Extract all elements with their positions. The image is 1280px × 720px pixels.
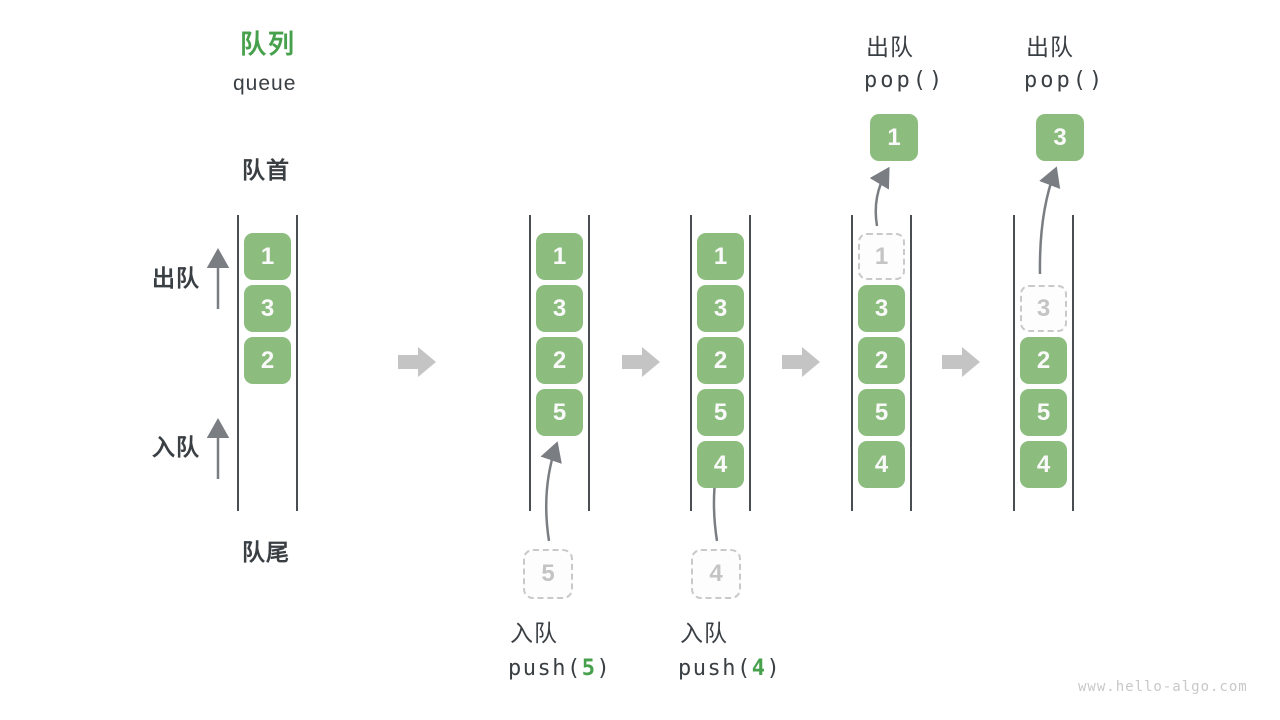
code-close: ): [766, 656, 782, 681]
queue-item-ghost: 1: [858, 233, 905, 280]
rear-label: 队尾: [242, 539, 290, 565]
queue-item: 1: [244, 233, 291, 280]
dequeue-side-label: 出队: [152, 265, 200, 291]
code-fn: push(: [508, 656, 582, 681]
popped-item-3: 3: [1036, 114, 1084, 161]
watermark: www.hello-algo.com: [1078, 679, 1248, 695]
dequeue-op-label-1: 出队: [866, 34, 914, 60]
code-arg: 5: [581, 656, 597, 681]
code-arg: 4: [751, 656, 767, 681]
push-5-arrow: [540, 441, 562, 542]
incoming-item-5: 5: [523, 549, 573, 599]
enqueue-side-label: 入队: [152, 434, 200, 460]
queue-state-5: 3 2 5 4: [1013, 215, 1074, 511]
step-arrow-3: [782, 347, 820, 377]
queue-item: 1: [536, 233, 583, 280]
dequeue-op-code-1: pop(): [864, 68, 946, 93]
queue-state-1: 1 3 2: [237, 215, 298, 511]
queue-item: 4: [858, 441, 905, 488]
queue-item: 2: [858, 337, 905, 384]
dequeue-op-label-2: 出队: [1026, 34, 1074, 60]
dequeue-op-code-2: pop(): [1024, 68, 1106, 93]
queue-item-ghost: 3: [1020, 285, 1067, 332]
queue-state-2: 1 3 2 5: [529, 215, 590, 511]
queue-item: 3: [536, 285, 583, 332]
queue-state-4: 1 3 2 5 4: [851, 215, 912, 511]
queue-item: 3: [858, 285, 905, 332]
queue-item: 4: [1020, 441, 1067, 488]
step-arrow-1: [398, 347, 436, 377]
queue-item: 3: [244, 285, 291, 332]
enqueue-op-label-2: 入队: [680, 620, 728, 646]
queue-item: 1: [697, 233, 744, 280]
enqueue-op-code-2: push(4): [678, 658, 781, 680]
front-label: 队首: [242, 157, 290, 183]
pop-3-arrow: [1038, 166, 1061, 275]
pop-1-arrow: [869, 166, 890, 227]
queue-item: 5: [858, 389, 905, 436]
queue-item: 2: [536, 337, 583, 384]
queue-item: 3: [697, 285, 744, 332]
diagram-title-en: queue: [233, 72, 297, 95]
queue-item: 2: [244, 337, 291, 384]
queue-item: 4: [697, 441, 744, 488]
queue-item: 5: [1020, 389, 1067, 436]
incoming-item-4: 4: [691, 549, 741, 599]
enqueue-op-code-1: push(5): [508, 658, 611, 680]
step-arrow-4: [942, 347, 980, 377]
queue-item: 5: [697, 389, 744, 436]
queue-item: 2: [1020, 337, 1067, 384]
enqueue-op-label-1: 入队: [510, 620, 558, 646]
code-fn: push(: [678, 656, 752, 681]
queue-state-3: 1 3 2 5 4: [690, 215, 751, 511]
code-close: ): [596, 656, 612, 681]
queue-item: 2: [697, 337, 744, 384]
diagram-title-zh: 队列: [240, 29, 297, 59]
popped-item-1: 1: [870, 114, 918, 161]
queue-item: 5: [536, 389, 583, 436]
step-arrow-2: [622, 347, 660, 377]
